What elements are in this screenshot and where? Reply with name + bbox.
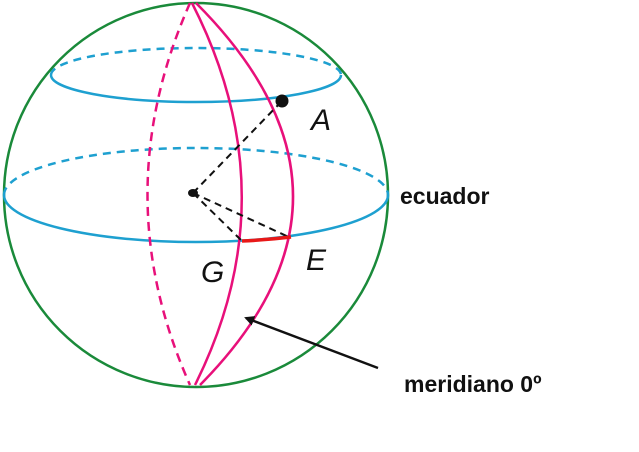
meridian-back <box>146 2 192 386</box>
label-e: E <box>306 244 327 277</box>
point-a-dot <box>275 94 289 108</box>
radius-e <box>192 192 292 239</box>
label-equator: ecuador <box>400 183 490 209</box>
equator-back <box>2 146 390 196</box>
label-meridian: meridiano 0º <box>404 371 542 397</box>
arc-ge <box>241 235 292 243</box>
parallel-back <box>49 46 343 76</box>
label-a: A <box>309 104 331 137</box>
center-dot <box>188 189 198 197</box>
meridian-arrow <box>244 316 379 370</box>
equator-front <box>2 194 390 244</box>
parallel-front <box>49 74 343 104</box>
label-g: G <box>201 256 224 289</box>
radius-g <box>192 192 243 242</box>
radius-a <box>192 100 283 194</box>
meridian-a <box>195 2 295 386</box>
meridian-zero <box>190 2 243 386</box>
